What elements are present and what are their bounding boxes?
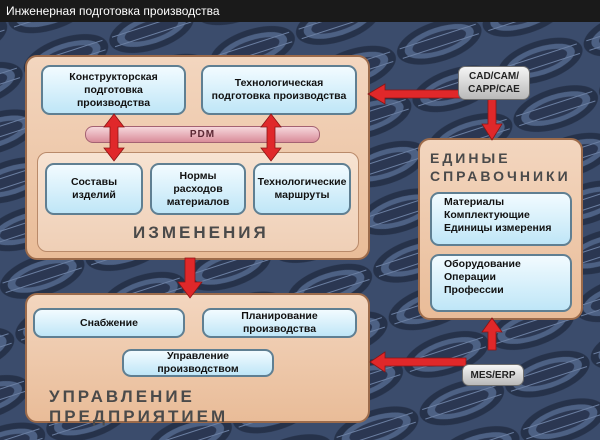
cad-cam-tag: CAD/CAM/ CAPP/CAE [458, 66, 530, 100]
materials-box: Материалы Комплектующие Единицы измерени… [430, 192, 572, 246]
production-management-box: Управление производством [122, 349, 274, 377]
operations-item: Операции [444, 271, 496, 283]
equipment-box: Оборудование Операции Профессии [430, 254, 572, 312]
equipment-item: Оборудование [444, 258, 521, 270]
production-planning-box: Планирование производства [202, 308, 357, 338]
enterprise-management-panel: Снабжение Планирование производства Упра… [25, 293, 370, 426]
constructor-prep-box: Конструкторская подготовка производства [41, 65, 186, 115]
materials-item: Материалы [444, 196, 505, 208]
components-item: Комплектующие [444, 209, 530, 221]
product-composition-box: Составы изделий [45, 163, 143, 215]
directories-panel: ЕДИНЫЕ СПРАВОЧНИКИ Материалы Комплектующ… [418, 138, 583, 320]
mes-erp-label: MES/ERP [470, 369, 516, 381]
engineering-prep-panel: Конструкторская подготовка производства … [25, 55, 370, 260]
page-title: Инженерная подготовка производства [0, 0, 600, 22]
cad-cam-line2: CAPP/CAE [468, 84, 520, 95]
material-norms-box: Нормы расходов материалов [150, 163, 246, 215]
changes-label: ИЗМЕНЕНИЯ [133, 223, 269, 242]
changes-panel: Составы изделий Нормы расходов материало… [37, 152, 359, 252]
supply-box: Снабжение [33, 308, 185, 338]
cad-cam-line1: CAD/CAM/ [469, 71, 519, 82]
enterprise-title: УПРАВЛЕНИЕ ПРЕДПРИЯТИЕМ [49, 387, 229, 426]
professions-item: Профессии [444, 284, 504, 296]
directories-title-line2: СПРАВОЧНИКИ [430, 168, 571, 184]
mes-erp-tag: MES/ERP [462, 364, 524, 386]
units-item: Единицы измерения [444, 222, 552, 234]
directories-title-line1: ЕДИНЫЕ [430, 150, 511, 166]
tech-routes-box: Технологические маршруты [253, 163, 351, 215]
pdm-bar: PDM [85, 126, 320, 143]
technological-prep-box: Технологическая подготовка производства [201, 65, 357, 115]
